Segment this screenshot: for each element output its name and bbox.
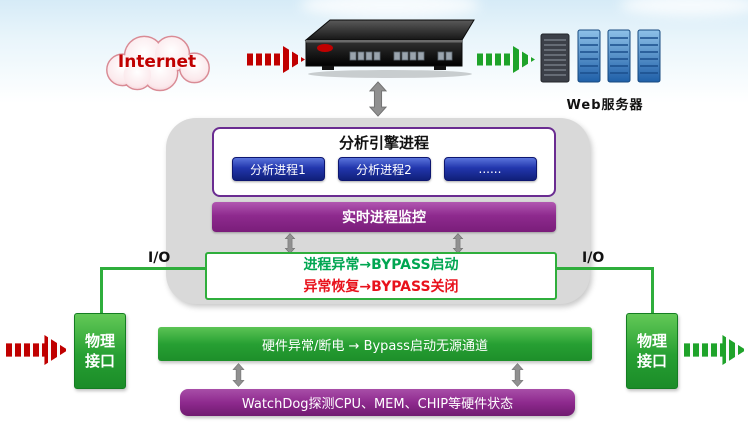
io-connector-right-v [651,267,654,315]
green-striped-arrow-icon [684,335,746,365]
process-chip-1: 分析进程1 [231,157,325,181]
internet-cloud: Internet [93,26,221,96]
double-arrow-icon [452,233,464,254]
analysis-engine-title: 分析引擎进程 [338,134,429,152]
web-servers: Web服务器 [540,26,670,113]
process-chip-2: 分析进程2 [337,157,431,181]
physical-interface-right-line1: 物理 [636,332,667,350]
analysis-engine-box: 分析引擎进程 分析进程1 分析进程2 ...... [212,127,556,197]
server-rack-icon [540,29,661,83]
physical-interface-right-line2: 接口 [636,352,667,370]
double-arrow-icon [284,233,296,254]
red-striped-arrow-icon [247,46,305,73]
internet-label: Internet [117,52,197,72]
io-connector-right-h [557,267,654,270]
bypass-status-box: 进程异常→BYPASS启动 异常恢复→BYPASS关闭 [205,252,557,300]
process-chip-row: 分析进程1 分析进程2 ...... [231,157,537,181]
physical-interface-left: 物理 接口 [74,313,126,389]
cloud-icon [106,35,210,92]
io-label-left: I/O [148,250,171,266]
hardware-bypass-bar: 硬件异常/断电 → Bypass启动无源通道 [158,327,592,361]
green-striped-arrow-icon [477,46,535,73]
sky-cloud-decor [300,0,480,18]
physical-interface-left-line1: 物理 [84,332,115,350]
network-appliance-icon [304,19,475,78]
realtime-monitor-bar: 实时进程监控 [212,202,556,232]
io-connector-left-h [100,267,206,270]
double-arrow-icon [369,81,387,117]
double-arrow-icon [511,363,524,387]
bypass-start-line: 进程异常→BYPASS启动 [303,257,459,273]
bypass-stop-line: 异常恢复→BYPASS关闭 [303,279,459,295]
sky-cloud-decor [620,0,748,16]
physical-interface-left-line2: 接口 [84,352,115,370]
physical-interface-right: 物理 接口 [626,313,678,389]
web-servers-label: Web服务器 [566,98,644,113]
double-arrow-icon [232,363,245,387]
red-striped-arrow-icon [6,335,68,365]
io-connector-left-v [100,267,103,315]
process-chip-more: ...... [443,157,537,181]
io-label-right: I/O [582,250,605,266]
watchdog-status-bar: WatchDog探测CPU、MEM、CHIP等硬件状态 [180,389,575,416]
